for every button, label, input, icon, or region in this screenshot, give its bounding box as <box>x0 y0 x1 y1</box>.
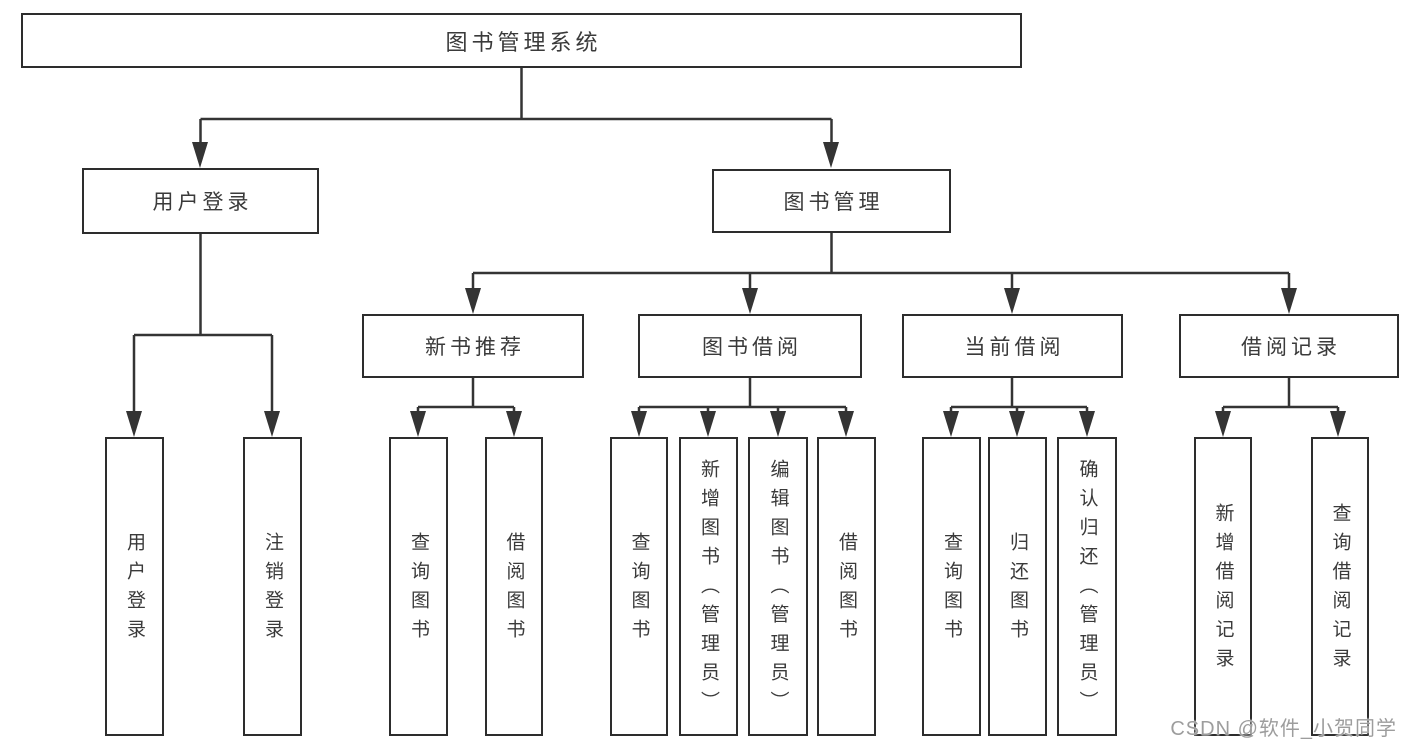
node-current-borrow: 当前借阅 <box>902 314 1123 378</box>
node-new-book-recommend: 新书推荐 <box>362 314 584 378</box>
leaf-logout: 注销登录 <box>243 437 302 736</box>
arrowheads <box>126 142 1346 437</box>
leaf-records-query-record: 查询借阅记录 <box>1311 437 1369 736</box>
leaf-current-query-book: 查询图书 <box>922 437 981 736</box>
connector-bookborrow-to-leaves <box>637 378 848 414</box>
connector-newbook-to-leaves <box>416 378 516 414</box>
node-user-login: 用户登录 <box>82 168 319 234</box>
node-book-management: 图书管理 <box>712 169 951 233</box>
node-borrow-records: 借阅记录 <box>1179 314 1399 378</box>
leaf-borrow-query-book: 查询图书 <box>610 437 668 736</box>
node-root: 图书管理系统 <box>21 13 1022 68</box>
watermark: CSDN @软件_小贺同学 <box>1170 718 1397 740</box>
leaf-current-return-book: 归还图书 <box>988 437 1047 736</box>
connector-bookmgmt-to-level3 <box>471 233 1291 292</box>
leaf-borrow-edit-book-admin: 编辑图书（管理员） <box>748 437 808 736</box>
connector-records-to-leaves <box>1221 378 1340 414</box>
leaf-current-confirm-return-admin: 确认归还（管理员） <box>1057 437 1117 736</box>
leaf-borrow-add-book-admin: 新增图书（管理员） <box>679 437 738 736</box>
leaf-user-login: 用户登录 <box>105 437 164 736</box>
connector-root-to-level2 <box>199 68 833 146</box>
connector-userlogin-to-leaves <box>132 233 274 414</box>
leaf-borrow-borrow-book: 借阅图书 <box>817 437 876 736</box>
leaf-records-add-record: 新增借阅记录 <box>1194 437 1252 736</box>
node-book-borrow: 图书借阅 <box>638 314 862 378</box>
connector-currentborrow-to-leaves <box>949 378 1089 414</box>
leaf-newbook-borrow-book: 借阅图书 <box>485 437 543 736</box>
leaf-newbook-query-book: 查询图书 <box>389 437 448 736</box>
